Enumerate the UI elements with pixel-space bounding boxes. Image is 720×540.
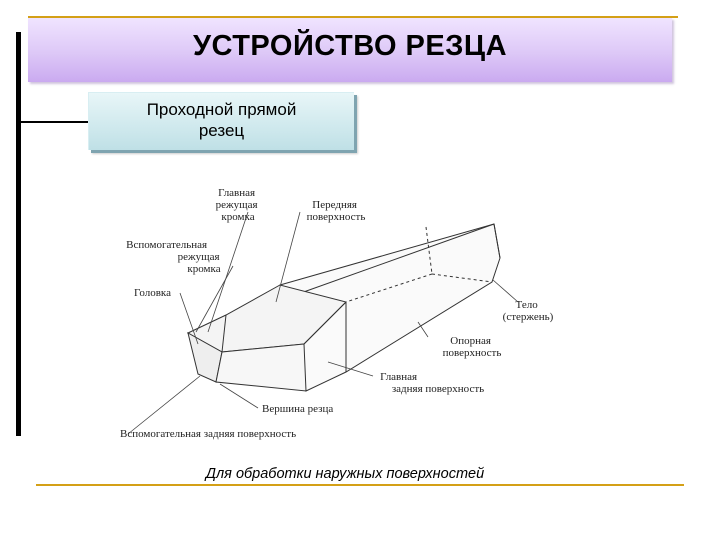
left-vertical-bar [16,32,21,436]
label-tip: Вершина резца [262,403,333,415]
tool-drawing [186,223,501,392]
label-base-surface: Опорная поверхность [443,335,502,359]
subtitle-box: Проходной прямой резец [88,92,354,150]
label-main-back: Главная задняя поверхность [380,371,484,395]
label-main-edge: Главная режущая кромка [216,187,261,223]
label-aux-back: Вспомогательная задняя поверхность [120,428,296,440]
bottom-rule [36,484,684,486]
leader-lines [127,211,519,435]
subtitle-line-1: Проходной прямой [146,100,297,119]
caption: Для обработки наружных поверхностей [205,466,485,482]
connector-line [21,121,89,123]
label-aux-edge: Вспомогательная режущая кромка [126,239,222,275]
subtitle-line-2: резец [198,121,245,140]
title-bar [28,18,672,82]
page-title: УСТРОЙСТВО РЕЗЦА [192,30,508,62]
cutting-tool-diagram: Главная режущая кромка Передняя поверхно… [120,187,554,440]
label-front-surface: Передняя поверхность [307,199,366,223]
label-body: Тело (стержень) [503,299,554,323]
label-head: Головка [134,287,171,299]
top-rule [28,16,678,18]
diagram-labels: Главная режущая кромка Передняя поверхно… [120,187,554,440]
